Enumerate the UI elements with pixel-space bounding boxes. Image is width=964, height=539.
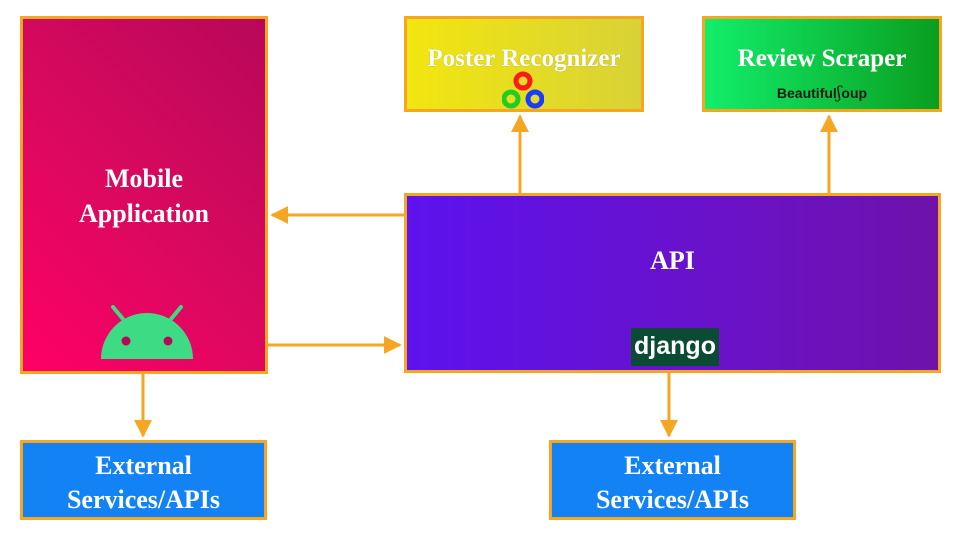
api-label: API bbox=[650, 246, 695, 275]
external-services-label-left: External Services/APIs bbox=[23, 449, 264, 517]
external-services-label-right: External Services/APIs bbox=[552, 449, 793, 517]
poster-recognizer-node: Poster Recognizer bbox=[404, 16, 644, 112]
external-services-node-right: External Services/APIs bbox=[549, 440, 796, 520]
ext1-label-line1: External bbox=[95, 451, 192, 480]
external-services-node-left: External Services/APIs bbox=[20, 440, 267, 520]
ext2-label-line2: Services/APIs bbox=[595, 485, 750, 514]
android-icon bbox=[101, 305, 193, 359]
mobile-label-line2: Application bbox=[78, 199, 210, 228]
review-scraper-label: Review Scraper bbox=[737, 45, 907, 72]
ext2-label-line1: External bbox=[624, 451, 721, 480]
review-scraper-node: Review Scraper Beautifulʃoup bbox=[702, 16, 942, 112]
ext1-label-line2: Services/APIs bbox=[66, 485, 221, 514]
mobile-label-line1: Mobile bbox=[105, 164, 183, 193]
soup-s-glyph: ʃ bbox=[836, 83, 842, 103]
mobile-application-label: Mobile Application bbox=[23, 161, 265, 231]
beautifulsoup-logo: Beautifulʃoup bbox=[705, 83, 939, 103]
beautifulsoup-text-a: Beautiful bbox=[776, 85, 837, 101]
beautifulsoup-text-b: oup bbox=[841, 85, 868, 101]
mobile-application-node: Mobile Application bbox=[20, 16, 268, 374]
poster-recognizer-label: Poster Recognizer bbox=[427, 45, 621, 72]
api-node: API django bbox=[404, 193, 941, 373]
opencv-icon bbox=[502, 71, 544, 109]
django-logo: django bbox=[631, 328, 719, 366]
